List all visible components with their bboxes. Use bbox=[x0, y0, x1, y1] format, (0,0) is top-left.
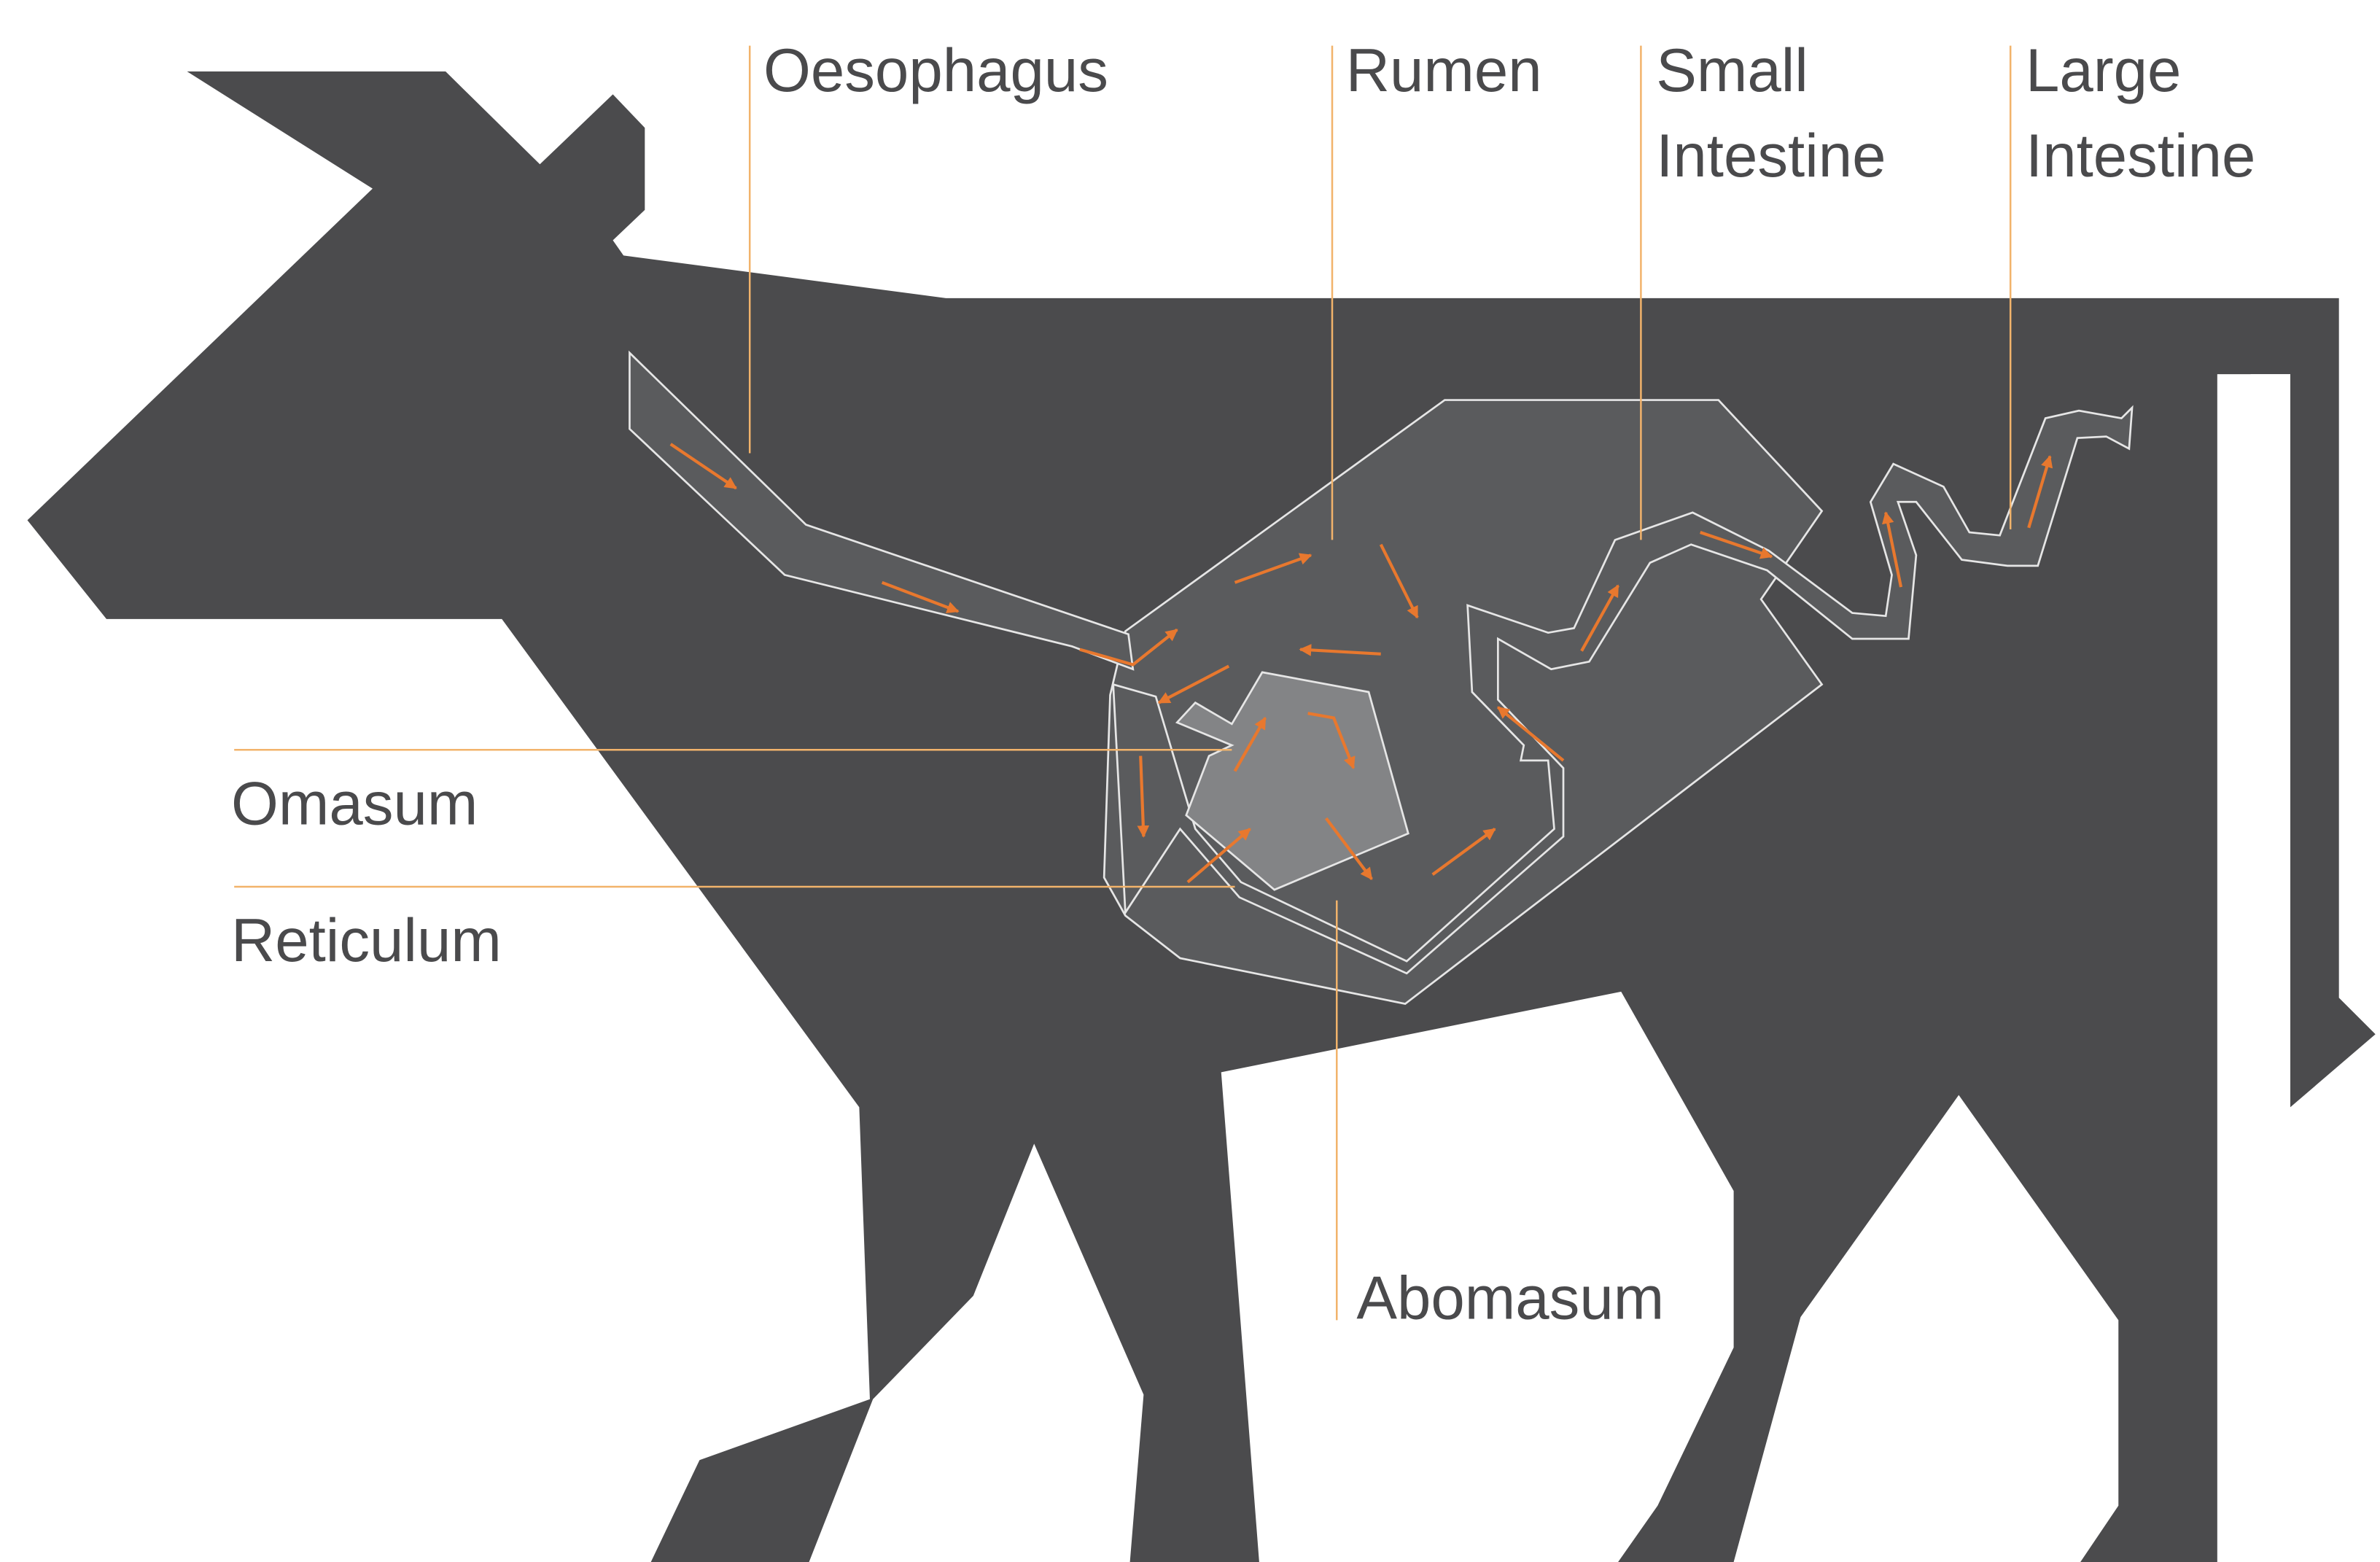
small-intestine-label-line1: Small bbox=[1656, 36, 1808, 104]
rumen-label: Rumen bbox=[1346, 36, 1542, 104]
tail-gap bbox=[2251, 374, 2290, 1562]
small-intestine-label-line2: Intestine bbox=[1656, 121, 1886, 190]
omasum-label: Omasum bbox=[231, 769, 478, 837]
abomasum-label: Abomasum bbox=[1356, 1263, 1664, 1332]
reticulum-label: Reticulum bbox=[231, 906, 502, 974]
oesophagus-label: Oesophagus bbox=[763, 36, 1108, 104]
large-intestine-label-line2: Intestine bbox=[2026, 121, 2255, 190]
large-intestine-label-line1: Large bbox=[2026, 36, 2181, 104]
